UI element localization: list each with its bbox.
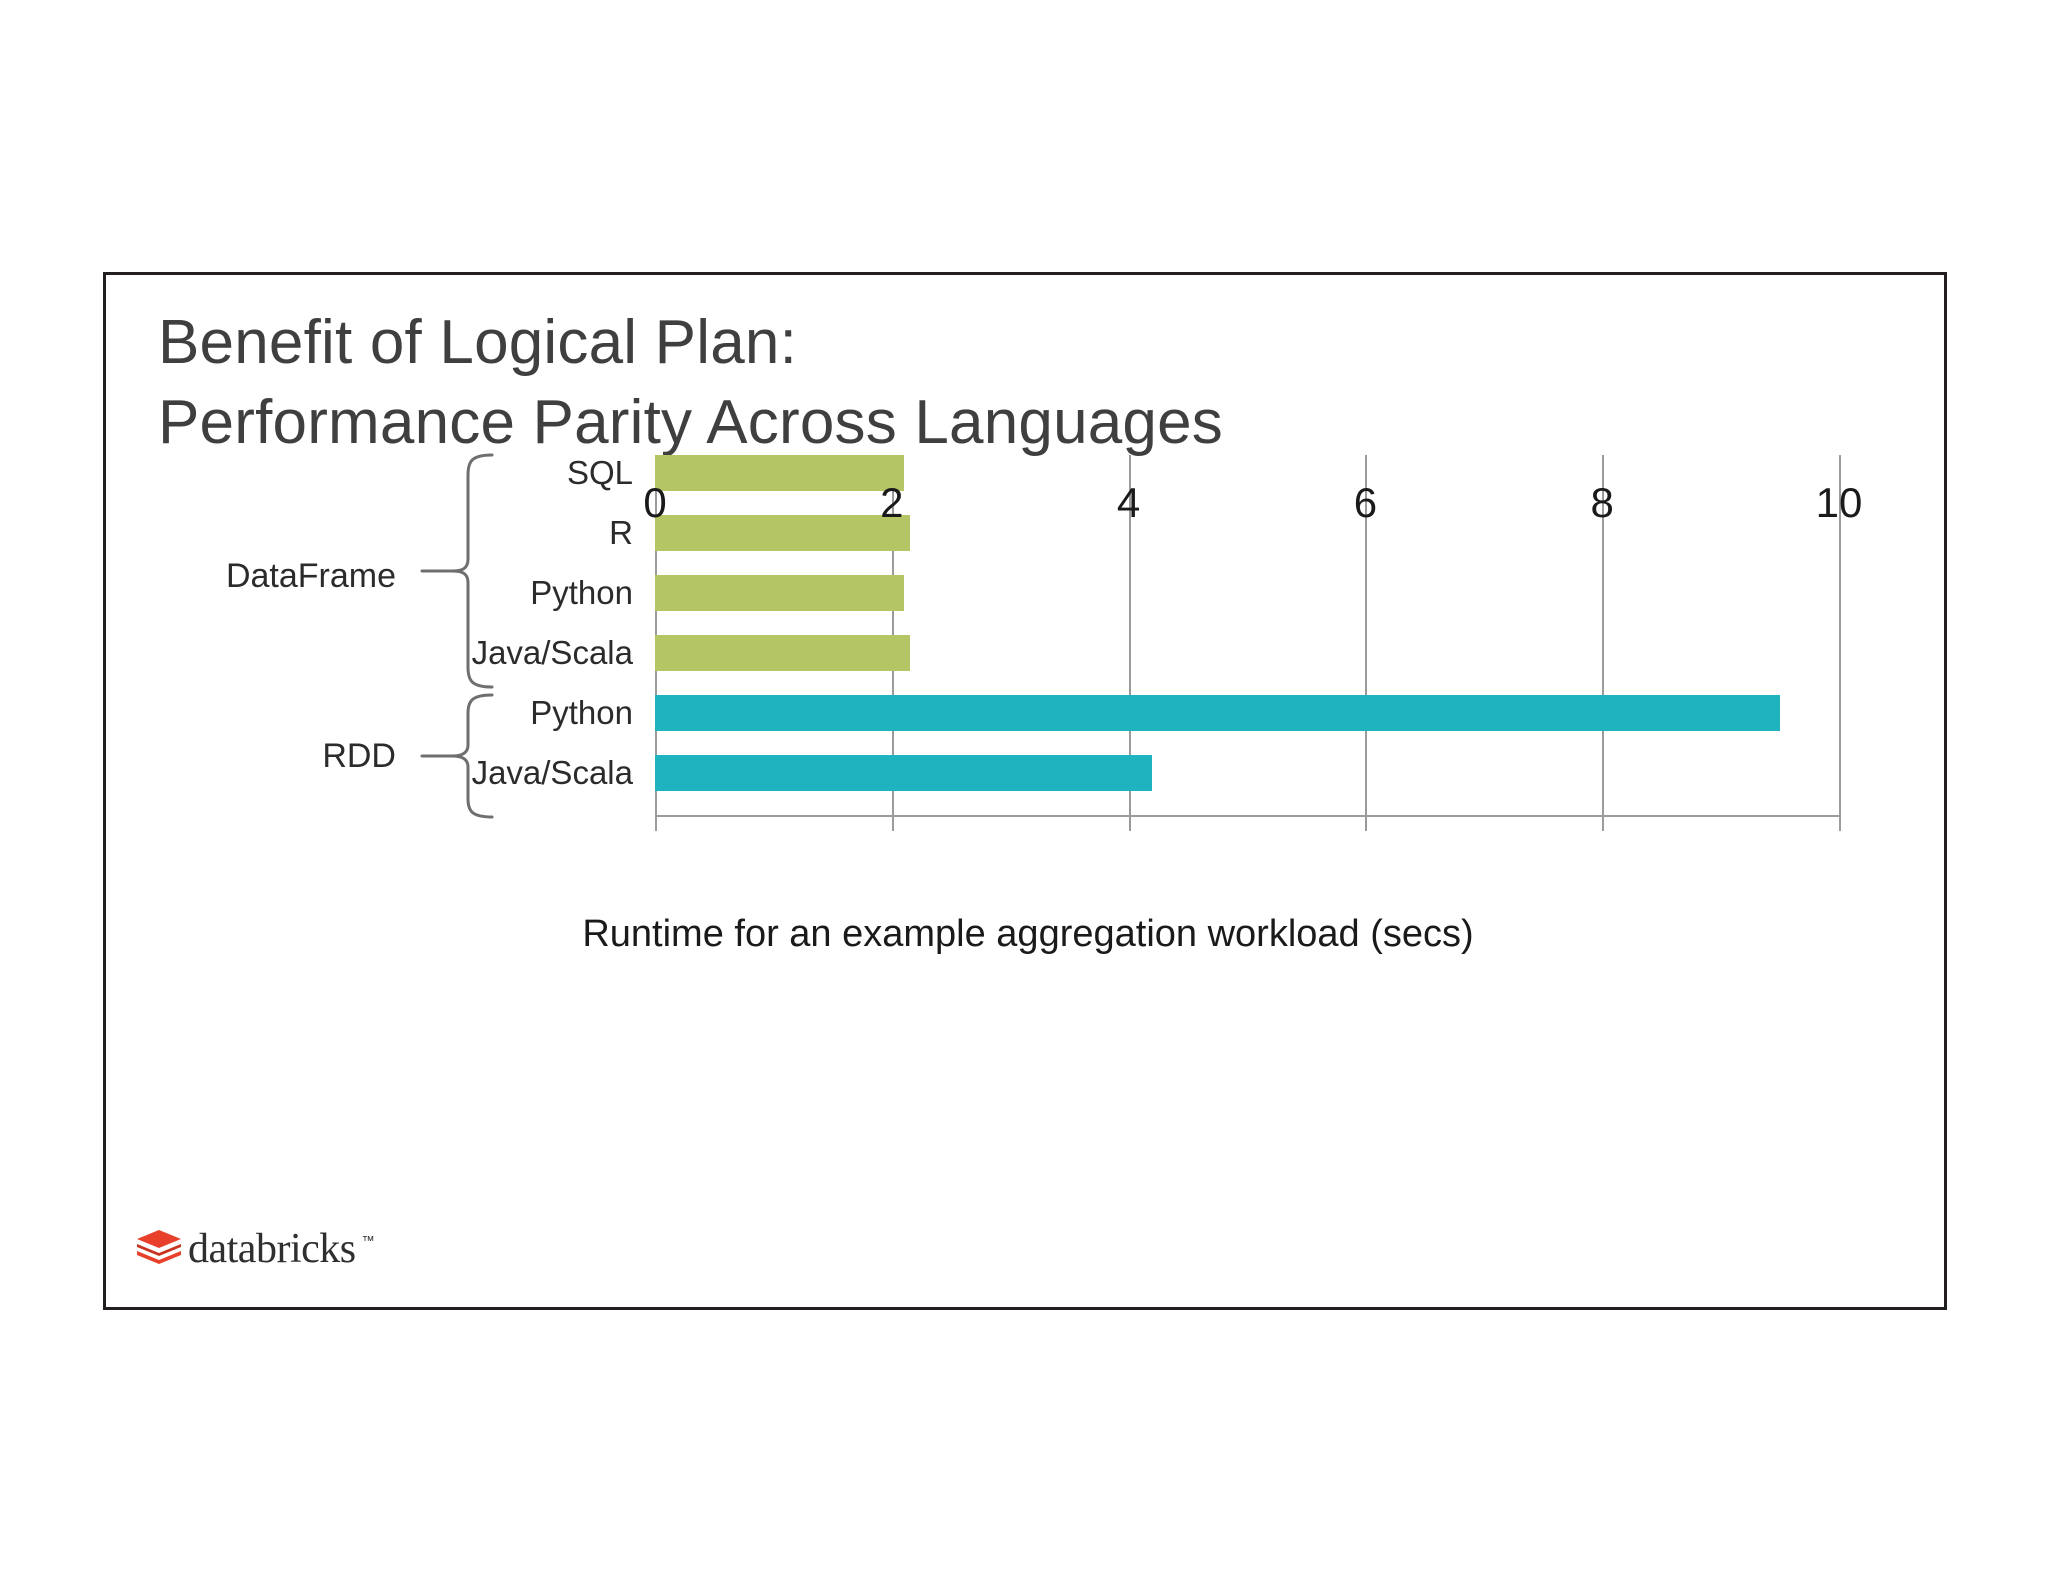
- bar-chart: SQL R Python Java/Scala Python Java/Scal…: [106, 275, 1950, 1313]
- title-line-1: Benefit of Logical Plan:: [158, 308, 797, 377]
- xtick-label-6: 6: [1353, 479, 1378, 526]
- brace-rdd: [406, 691, 506, 821]
- category-label-python-df: Python: [530, 574, 633, 611]
- category-label-javascala-df: Java/Scala: [471, 634, 633, 671]
- xtick-label-2: 2: [880, 479, 904, 526]
- category-label-python-rdd: Python: [530, 694, 633, 731]
- gridline-10: [1839, 455, 1841, 815]
- xtick-label-8: 8: [1590, 479, 1614, 526]
- xtick-label-10: 10: [1815, 479, 1863, 526]
- trademark-symbol: ™: [361, 1233, 375, 1248]
- category-label-javascala-rdd: Java/Scala: [471, 754, 633, 791]
- x-axis-title: Runtime for an example aggregation workl…: [582, 913, 1474, 955]
- x-axis-line: [655, 815, 1839, 817]
- xtick-6: [1365, 815, 1368, 831]
- xtick-8: [1602, 815, 1605, 831]
- gridline-6: [1365, 455, 1368, 815]
- category-label-sql: SQL: [566, 454, 633, 491]
- databricks-logo: databricks ™: [136, 1227, 375, 1271]
- group-label-dataframe: DataFrame: [225, 557, 396, 595]
- databricks-brick-icon: [137, 1230, 181, 1264]
- brace-dataframe: [406, 451, 506, 691]
- page-title: Benefit of Logical Plan: Performance Par…: [158, 303, 1658, 463]
- bar-dataframe-javascala[interactable]: [655, 635, 910, 671]
- gridline-4: [1128, 455, 1131, 815]
- slide-frame: Benefit of Logical Plan: Performance Par…: [103, 272, 1947, 1310]
- bar-dataframe-sql[interactable]: [655, 455, 904, 491]
- group-label-rdd: RDD: [322, 737, 396, 775]
- xtick-4: [1128, 815, 1131, 831]
- databricks-wordmark: databricks: [188, 1226, 356, 1272]
- xtick-0: [655, 815, 657, 831]
- category-label-r: R: [609, 514, 633, 551]
- bar-rdd-python[interactable]: [655, 695, 1780, 731]
- title-line-2: Performance Parity Across Languages: [158, 388, 1223, 457]
- xtick-2: [891, 815, 894, 831]
- gridline-8: [1602, 455, 1605, 815]
- xtick-10: [1839, 815, 1841, 831]
- bar-rdd-javascala[interactable]: [655, 755, 1153, 791]
- xtick-label-4: 4: [1116, 479, 1141, 526]
- bar-dataframe-python[interactable]: [655, 575, 904, 611]
- xtick-label-0: 0: [643, 479, 667, 526]
- plot-area: 0 2 4 6 8 10: [643, 455, 1862, 831]
- bar-dataframe-r[interactable]: [655, 515, 910, 551]
